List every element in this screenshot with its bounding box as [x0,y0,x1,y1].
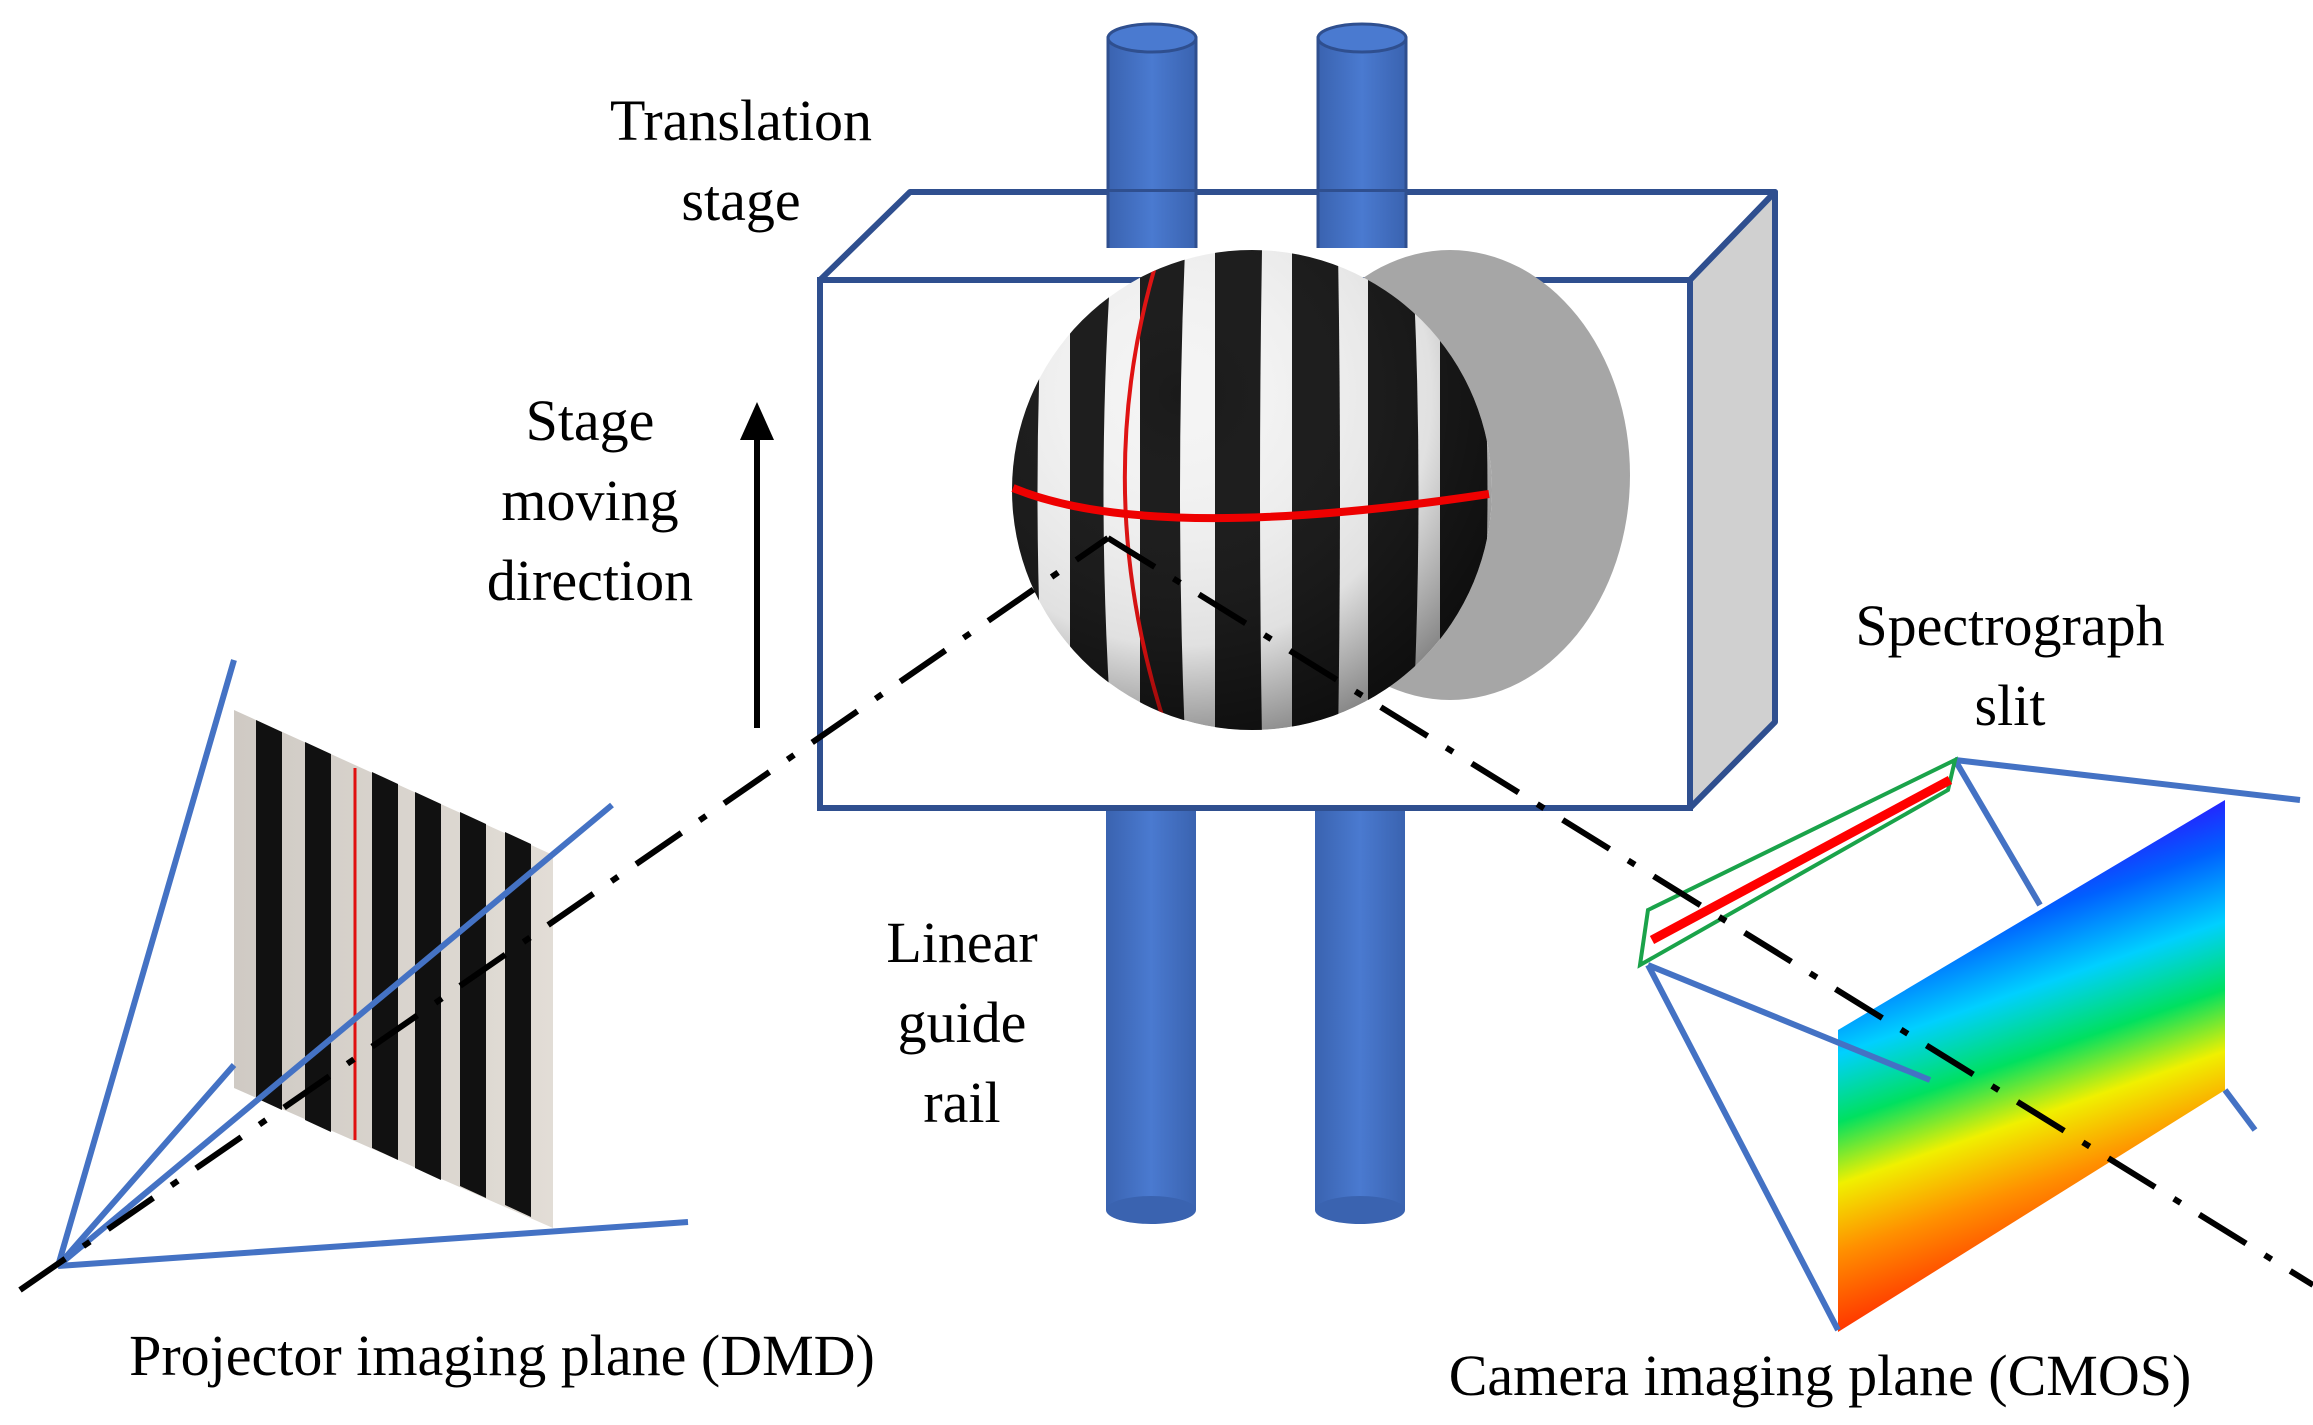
camera-frustum [1645,757,2301,1332]
camera-cmos-plane [1838,800,2225,1332]
label-stage-moving-1: Stage [526,388,655,453]
optical-axes [18,535,2313,1293]
label-linear-guide-3: rail [923,1070,1000,1135]
label-linear-guide-1: Linear [886,910,1037,975]
stage-moving-arrow [740,402,774,728]
projector-dmd-plane [234,710,553,1228]
label-spectrograph-1: Spectrograph [1855,593,2164,658]
label-linear-guide-2: guide [898,990,1027,1055]
label-translation-stage-1: Translation [610,88,872,153]
label-projector-plane: Projector imaging plane (DMD) [129,1323,875,1388]
label-translation-stage-2: stage [681,168,800,233]
lower-rail-right [1315,805,1405,1224]
label-stage-moving-3: direction [487,548,693,613]
lower-rail-left [1106,805,1196,1224]
label-stage-moving-2: moving [501,468,678,533]
spectrograph-slit [1637,756,1958,969]
label-camera-plane: Camera imaging plane (CMOS) [1449,1343,2192,1408]
projector-frustum [55,659,689,1269]
label-spectrograph-2: slit [1975,673,2046,738]
